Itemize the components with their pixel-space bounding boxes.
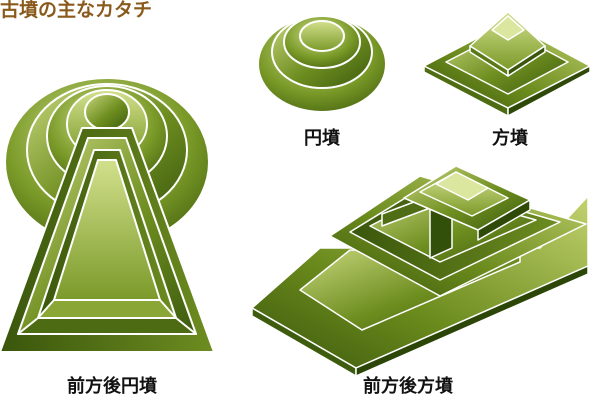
label-hofun: 方墳 [492,128,528,149]
label-enpun: 円墳 [304,128,340,149]
page-title: 古墳の主なカタチ [0,0,153,21]
keyhole-mound-icon [0,77,215,353]
round-mound-icon [257,15,387,113]
front-square-back-square-mound-icon [251,165,589,377]
label-zenpo-koen: 前方後円墳 [67,376,157,397]
label-zenpo-koho: 前方後方墳 [363,376,453,397]
square-mound-icon [423,11,591,117]
